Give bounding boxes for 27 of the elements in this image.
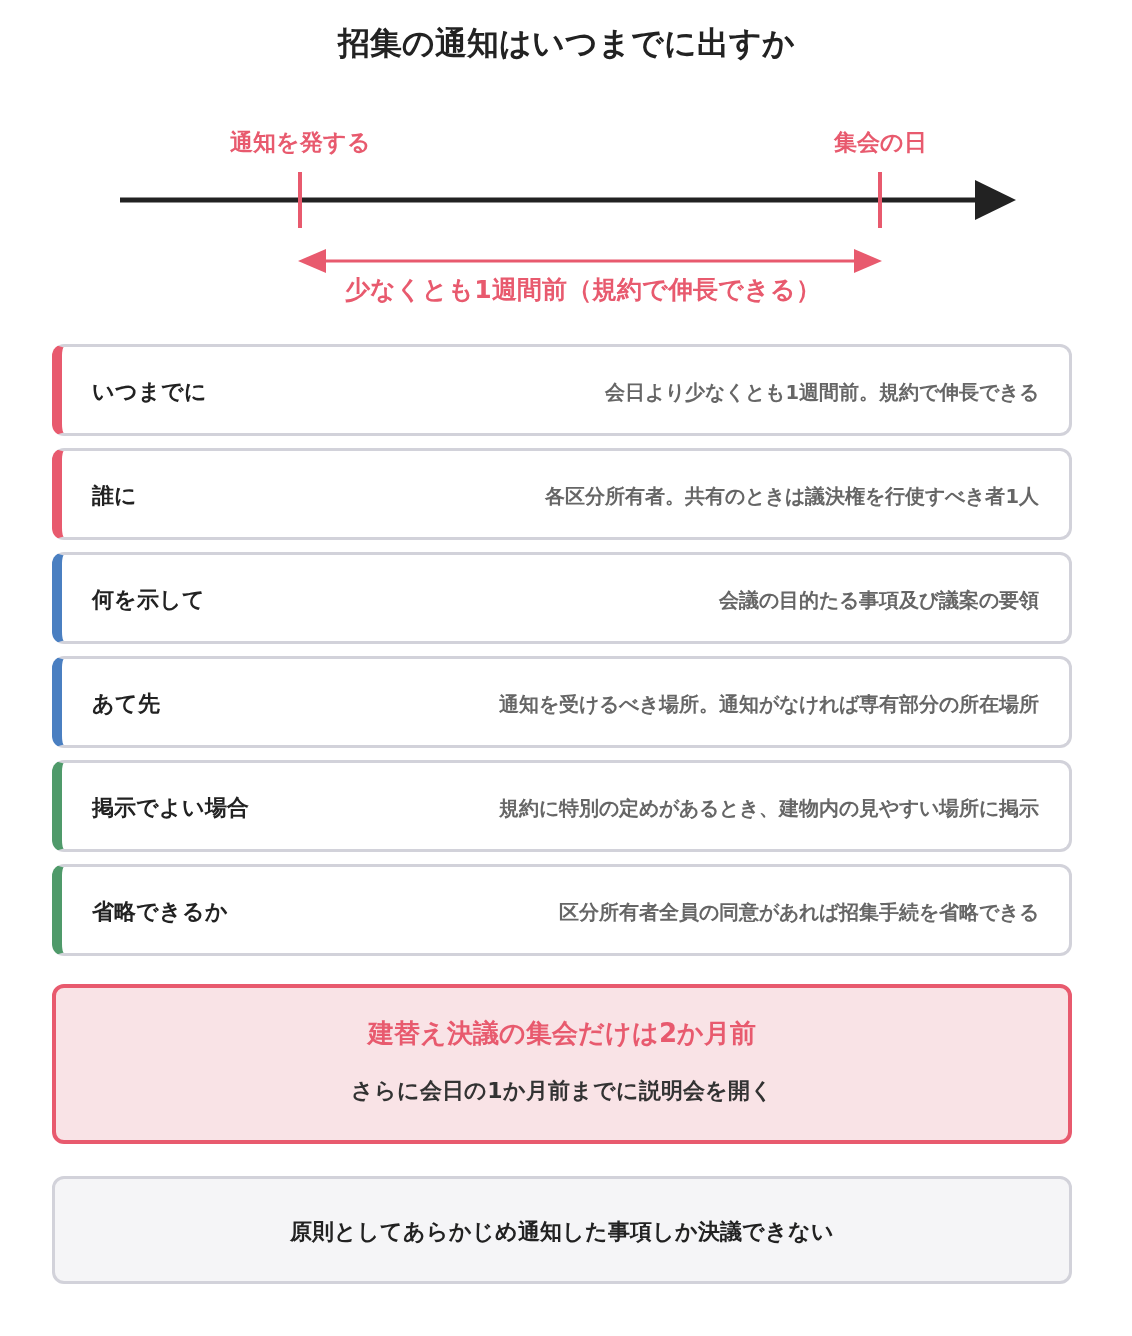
row-description: 会議の目的たる事項及び議案の要領 — [719, 588, 1039, 614]
info-row — [52, 448, 1072, 540]
row-description: 会日より少なくとも1週間前。規約で伸長できる — [605, 380, 1039, 406]
note-text: 原則としてあらかじめ通知した事項しか決議できない — [289, 1218, 835, 1246]
row-heading: 掲示でよい場合 — [92, 794, 249, 822]
timeline-label: 集会の日 — [832, 128, 928, 157]
info-row — [52, 552, 1072, 644]
row-description: 通知を受けるべき場所。通知がなければ専有部分の所在場所 — [499, 692, 1039, 718]
info-row — [52, 760, 1072, 852]
interval-label: 少なくとも1週間前（規約で伸長できる） — [344, 274, 822, 306]
info-row — [52, 864, 1072, 956]
row-heading: 省略できるか — [92, 898, 228, 926]
row-description: 規約に特別の定めがあるとき、建物内の見やすい場所に掲示 — [499, 796, 1039, 822]
note-box — [52, 1176, 1072, 1284]
alert-box — [52, 984, 1072, 1144]
info-row — [52, 656, 1072, 748]
title: 招集の通知はいつまでに出すか — [336, 23, 796, 64]
row-description: 区分所有者全員の同意があれば招集手続を省略できる — [559, 900, 1039, 926]
row-description: 各区分所有者。共有のときは議決権を行使すべき者1人 — [545, 484, 1039, 510]
info-row — [52, 344, 1072, 436]
row-heading: 誰に — [92, 482, 137, 510]
alert-heading: 建替え決議の集会だけは2か月前 — [366, 1017, 758, 1050]
row-heading: いつまでに — [92, 378, 207, 406]
row-heading: 何を示して — [92, 586, 205, 614]
timeline-label: 通知を発する — [228, 128, 372, 157]
row-heading: あて先 — [92, 690, 160, 718]
alert-text: さらに会日の1か月前までに説明会を開く — [350, 1077, 774, 1105]
